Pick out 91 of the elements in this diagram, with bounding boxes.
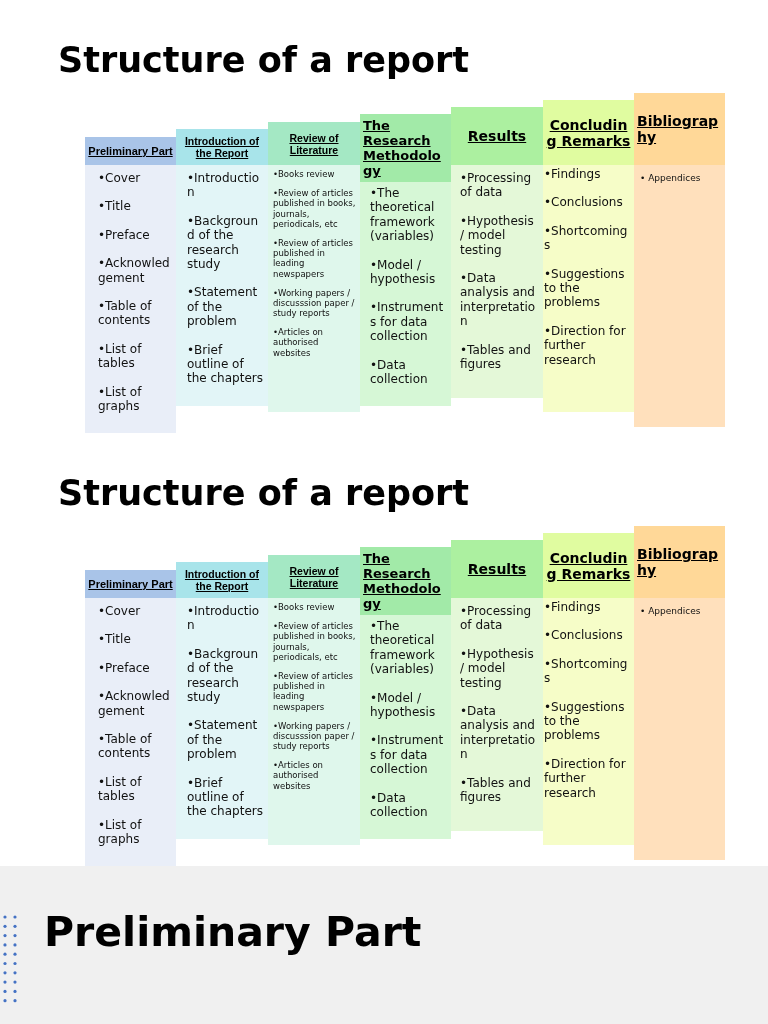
list-item: •Background of the research study	[187, 646, 260, 705]
list-item: •Title	[98, 632, 132, 647]
list-item: •Background of the research study	[187, 213, 260, 272]
list-item: •Hypothesis / model testing	[460, 213, 535, 257]
list-item: •Instruments for data collection	[370, 733, 445, 777]
list-item: •Books review	[273, 169, 336, 180]
list-item: •Instruments for data collection	[370, 300, 445, 344]
column-panel	[543, 100, 634, 412]
section-heading: Preliminary Part	[44, 908, 422, 956]
list-item: •Working papers / discusssion paper / study reports	[273, 720, 356, 752]
list-item: •Review of articles published in leading newspapers	[273, 670, 355, 712]
list-item: •Data analysis and interpretation	[460, 703, 537, 762]
column-panel	[85, 137, 176, 434]
list-item: •Findings	[544, 600, 602, 615]
list-item: •Processing of data	[460, 604, 533, 633]
column-panel	[543, 533, 634, 845]
column-heading: Introduction of the Report	[183, 135, 261, 159]
list-item: •Preface	[98, 660, 151, 676]
list-item: •Shortcomings	[544, 656, 629, 686]
column-heading: Introduction of the Report	[183, 568, 261, 592]
list-item: • Appendices	[640, 606, 702, 617]
column-heading: The Research Methodology	[363, 118, 442, 178]
list-item: •Conclusions	[544, 628, 624, 643]
list-item: •Working papers / discusssion paper / study reports	[273, 287, 356, 319]
list-item: •Data analysis and interpretation	[460, 270, 537, 329]
list-item: •Tables and figures	[460, 775, 532, 805]
list-item: •Data collection	[370, 790, 429, 820]
list-item: •Table of contents	[98, 731, 153, 761]
list-item: •Suggestions to the problems	[544, 699, 626, 743]
column-heading: Preliminary Part	[88, 578, 173, 590]
list-item: •Review of articles published in leading newspapers	[273, 237, 355, 279]
list-item: •Statement of the problem	[187, 718, 259, 762]
column-heading: Preliminary Part	[88, 145, 173, 157]
list-item: •Table of contents	[98, 298, 153, 328]
list-item: •Title	[98, 199, 132, 214]
list-item: •List of tables	[98, 341, 143, 371]
column-heading: Bibliography	[637, 546, 720, 578]
list-item: •Conclusions	[544, 195, 624, 210]
list-item: •Articles on authorised websites	[273, 760, 324, 791]
list-item: •Acknowledgement	[98, 689, 171, 718]
list-item: •Direction for further research	[544, 323, 627, 367]
column-panel	[634, 526, 725, 860]
column-heading: Concluding Remarks	[546, 116, 631, 149]
list-item: •Findings	[544, 167, 602, 182]
list-item: •Review of articles published in books, journals, periodicals, etc	[273, 188, 356, 229]
column-heading: Review of Literature	[288, 564, 340, 589]
column-panel	[268, 555, 360, 845]
list-item: •Brief outline of the chapters	[187, 775, 264, 819]
column-panel	[451, 107, 543, 398]
list-item: •Cover	[98, 171, 142, 186]
list-item: •Hypothesis / model testing	[460, 646, 535, 690]
slide-title: Structure of a report	[58, 40, 470, 80]
column-heading: Concluding Remarks	[546, 549, 631, 582]
column-heading: Results	[467, 128, 527, 144]
list-item: •List of tables	[98, 774, 143, 804]
list-item: •Articles on authorised websites	[273, 327, 324, 358]
list-item: • Appendices	[640, 173, 702, 184]
list-item: •Model / hypothesis	[370, 257, 437, 287]
list-item: •Preface	[98, 227, 151, 243]
list-item: •The theoretical framework (variables)	[370, 619, 436, 677]
column-panel	[360, 114, 451, 407]
column-panel	[360, 547, 451, 840]
list-item: •Shortcomings	[544, 223, 629, 253]
list-item: •Introduction	[187, 171, 261, 200]
slide-title: Structure of a report	[58, 473, 470, 513]
column-panel	[176, 562, 268, 839]
list-item: •Tables and figures	[460, 342, 532, 372]
column-panel	[451, 540, 543, 831]
list-item: •Review of articles published in books, journals, periodicals, etc	[273, 621, 356, 662]
column-heading: The Research Methodology	[363, 551, 442, 611]
column-heading: Results	[467, 561, 527, 577]
list-item: •Model / hypothesis	[370, 690, 437, 720]
list-item: •The theoretical framework (variables)	[370, 186, 436, 244]
column-panel	[268, 122, 360, 412]
list-item: •Direction for further research	[544, 756, 627, 800]
column-panel	[85, 570, 176, 867]
list-item: •Cover	[98, 604, 142, 619]
list-item: •List of graphs	[98, 817, 143, 847]
column-heading: Review of Literature	[288, 131, 340, 156]
list-item: •List of graphs	[98, 384, 143, 414]
list-item: •Suggestions to the problems	[544, 266, 626, 310]
list-item: •Books review	[273, 602, 336, 613]
list-item: •Acknowledgement	[98, 256, 171, 285]
list-item: •Processing of data	[460, 171, 533, 200]
list-item: •Brief outline of the chapters	[187, 342, 264, 386]
column-panel	[634, 93, 725, 427]
list-item: •Statement of the problem	[187, 285, 259, 329]
list-item: •Introduction	[187, 604, 261, 633]
list-item: •Data collection	[370, 357, 429, 387]
column-heading: Bibliography	[637, 113, 720, 145]
column-panel	[176, 129, 268, 406]
